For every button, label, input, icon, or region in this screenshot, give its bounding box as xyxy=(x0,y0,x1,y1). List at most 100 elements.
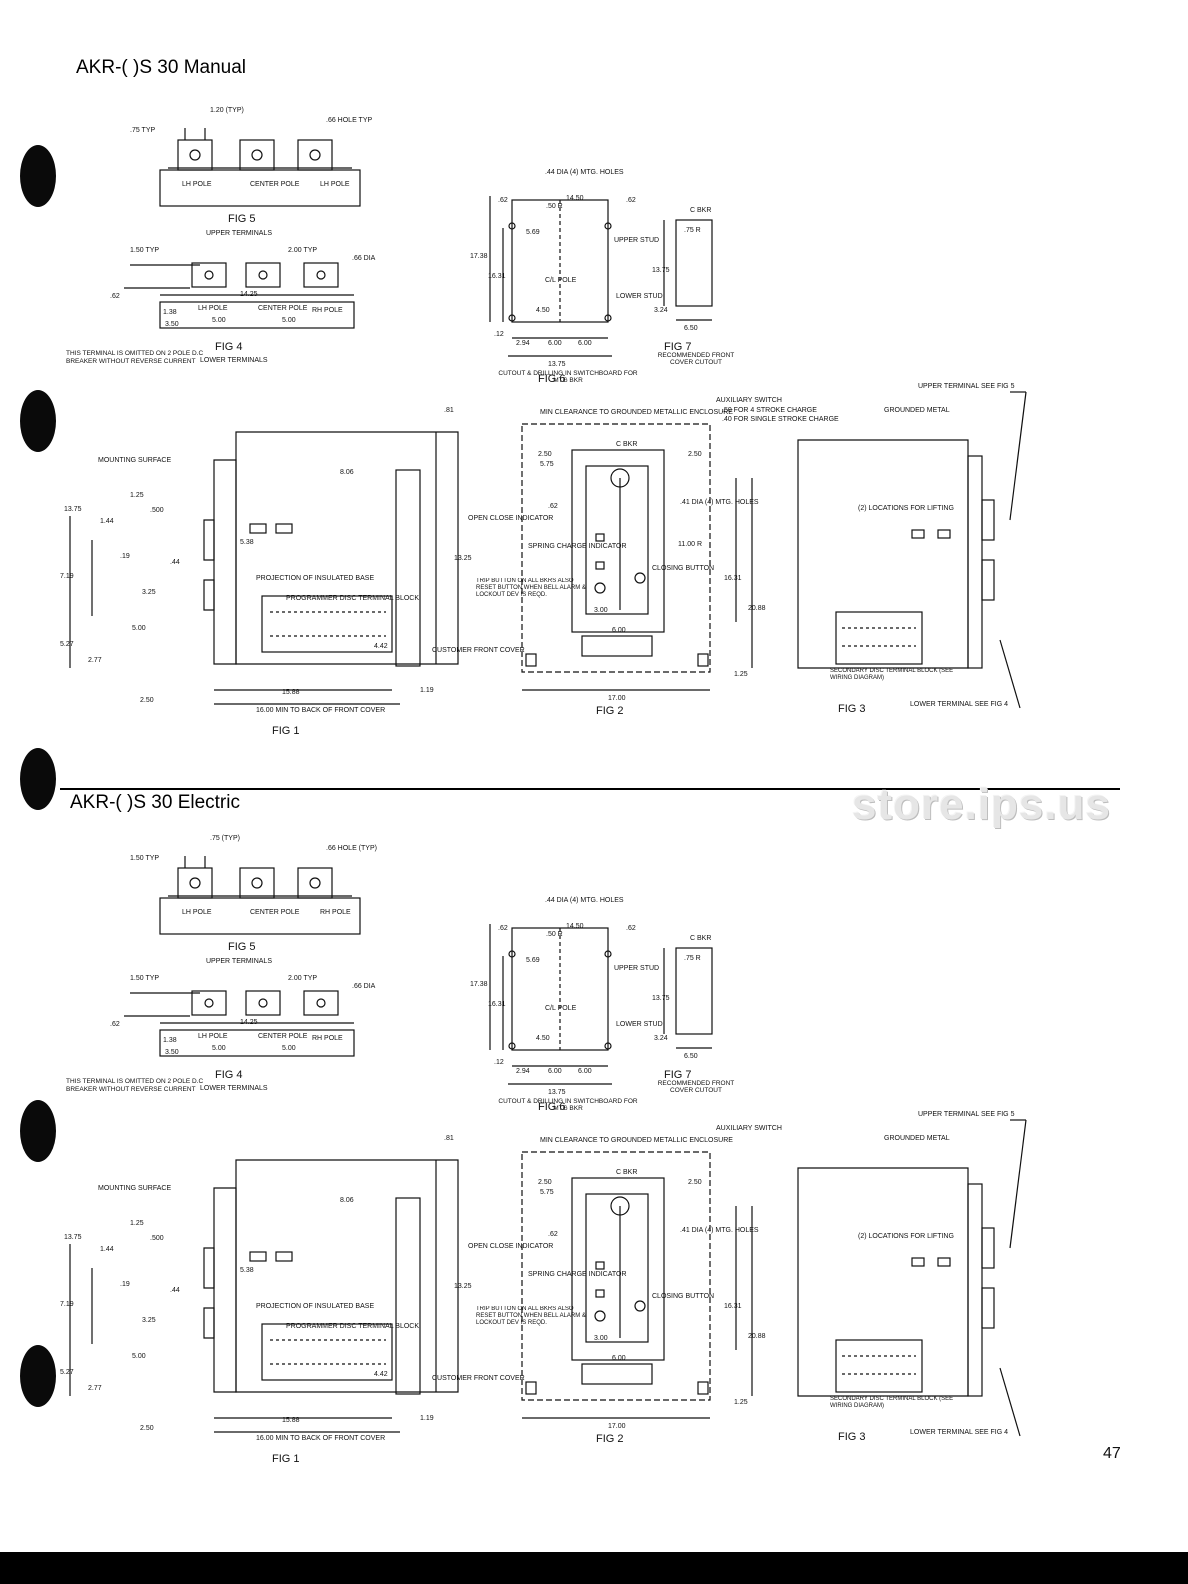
fig7-cutout-rect xyxy=(675,947,713,1035)
fig5-hole xyxy=(189,877,201,889)
fig7-cbkr: C BKR xyxy=(690,935,711,942)
fig5-hole-label: .66 HOLE TYP xyxy=(326,117,373,124)
fig5-pole-l: LH POLE xyxy=(182,909,212,916)
fig6-d62r: .62 xyxy=(626,925,636,932)
fig1-d538: 5.38 xyxy=(240,1267,254,1274)
fig4-hole xyxy=(204,270,214,280)
fig1-d325: 3.25 xyxy=(142,1317,156,1324)
fig6-d569: 5.69 xyxy=(526,229,540,236)
fig2-enclosure xyxy=(521,423,711,673)
fig5-pole-c: CENTER POLE xyxy=(250,181,300,188)
fig2-d575: 5.75 xyxy=(540,1189,554,1196)
fig1-d250: 2.50 xyxy=(140,1425,154,1432)
fig4-d62: .62 xyxy=(110,1021,120,1028)
fig2-d600: 6.00 xyxy=(612,627,626,634)
fig1-d500b: 5.00 xyxy=(132,625,146,632)
binder-hole-1 xyxy=(20,145,56,207)
fig3-lower: LOWER TERMINAL SEE FIG 4 xyxy=(910,701,1008,708)
fig3-rear-view: UPPER TERMINAL SEE FIG 5 GROUNDED METAL … xyxy=(797,1111,1027,1443)
fig6-holes: .44 DIA (4) MTG. HOLES xyxy=(545,169,624,176)
fig6-cutout-rect xyxy=(511,199,609,323)
fig4-pole-c: CENTER POLE xyxy=(258,305,308,312)
fig3-caption: FIG 3 xyxy=(838,703,866,715)
fig1-d125: 1.25 xyxy=(130,1220,144,1227)
fig1-customer: CUSTOMER FRONT COVER xyxy=(432,1375,525,1382)
fig1-d81: .81 xyxy=(444,1135,454,1142)
fig4-lower-terminals: 1.50 TYP 2.00 TYP .66 DIA 14.25 .62 1.38… xyxy=(66,975,376,1093)
fig4-pole-r: RH POLE xyxy=(312,1035,343,1042)
fig5-subtitle: UPPER TERMINALS xyxy=(206,958,272,965)
fig4-pole-l: LH POLE xyxy=(198,1033,228,1040)
fig5-pole-c: CENTER POLE xyxy=(250,909,300,916)
fig1-side-view: MOUNTING SURFACE 13.75 1.25 .500 1.44 7.… xyxy=(60,1135,525,1465)
fig5-upper-terminals: 1.50 TYP .75 (TYP) .66 HOLE (TYP) LH POL… xyxy=(130,835,377,965)
fig5-caption: FIG 5 xyxy=(228,941,256,953)
fig6-upper: UPPER STUD xyxy=(614,237,659,244)
fig3-secondary: SECONDARY DISC TERMINAL BLOCK (SEE WIRIN… xyxy=(830,1396,954,1409)
fig2-d250b: 2.50 xyxy=(688,451,702,458)
fig2-cbkr: C BKR xyxy=(616,441,637,448)
fig1-d500b: 5.00 xyxy=(132,1353,146,1360)
fig4-pole-c: CENTER POLE xyxy=(258,1033,308,1040)
fig1-programmer-block xyxy=(261,1323,393,1381)
fig1-programmer-block xyxy=(261,595,393,653)
fig7-d75: .75 R xyxy=(684,955,701,962)
fig1-caption: FIG 1 xyxy=(272,725,300,737)
fig2-d62: .62 xyxy=(548,503,558,510)
section-divider xyxy=(60,788,1120,790)
drawing-sheet: 1.50 TYP .75 (TYP) .66 HOLE (TYP) LH POL… xyxy=(60,835,1027,1465)
fig5-caption: FIG 5 xyxy=(228,213,256,225)
fig4-subtitle: LOWER TERMINALS xyxy=(200,357,268,364)
fig1-d527: 5.27 xyxy=(60,641,74,648)
fig5-base xyxy=(159,897,361,935)
fig1-d119: 1.19 xyxy=(420,1415,434,1422)
fig2-d300: 3.00 xyxy=(594,607,608,614)
fig1-d277: 2.77 xyxy=(88,1385,102,1392)
fig4-d200: 2.00 TYP xyxy=(288,247,317,254)
fig2-window xyxy=(585,1193,649,1343)
fig1-d806: 8.06 xyxy=(340,1197,354,1204)
fig4-d500b: 5.00 xyxy=(282,317,296,324)
fig1-d1325: 13.25 xyxy=(454,555,472,562)
fig2-open-close: OPEN CLOSE INDICATOR xyxy=(468,515,553,522)
fig1-programmer: PROGRAMMER DISC TERMINAL BLOCK xyxy=(286,1323,419,1330)
fig2-trip-button xyxy=(594,1310,606,1322)
fig7-d650: 6.50 xyxy=(684,1053,698,1060)
fig1-d81: .81 xyxy=(444,407,454,414)
fig7-cbkr: C BKR xyxy=(690,207,711,214)
fig2-trip-button xyxy=(594,582,606,594)
fig4-base xyxy=(159,301,355,329)
fig1-d1325: 13.25 xyxy=(454,1283,472,1290)
fig4-d500a: 5.00 xyxy=(212,317,226,324)
fig6-d600b: 6.00 xyxy=(578,1068,592,1075)
fig2-panel xyxy=(571,449,665,633)
fig2-d250b: 2.50 xyxy=(688,1179,702,1186)
fig1-customer: CUSTOMER FRONT COVER xyxy=(432,647,525,654)
fig7-caption: FIG 7 xyxy=(664,341,692,353)
fig3-secondary-block xyxy=(835,611,923,665)
fig4-hole xyxy=(204,998,214,1008)
fig7-d75: .75 R xyxy=(684,227,701,234)
watermark-text: store.ips.us xyxy=(852,780,1111,829)
fig5-dim-b: 1.20 (TYP) xyxy=(210,107,244,114)
fig4-caption: FIG 4 xyxy=(215,341,243,353)
fig2-d2088: 20.88 xyxy=(748,605,766,612)
fig1-body xyxy=(235,1159,459,1393)
fig2-d1100: 11.00 R xyxy=(678,541,702,548)
fig1-d1588: 15.88 xyxy=(282,689,300,696)
fig1-d277: 2.77 xyxy=(88,657,102,664)
fig2-d1700: 17.00 xyxy=(608,1423,626,1430)
fig1-caption: FIG 1 xyxy=(272,1453,300,1465)
fig6-cutout: .44 DIA (4) MTG. HOLES .62 14.50 .62 .50… xyxy=(470,897,663,1113)
fig3-upper: UPPER TERMINAL SEE FIG 5 xyxy=(918,383,1015,390)
fig5-terminal-right xyxy=(297,139,333,171)
fig3-lifting: (2) LOCATIONS FOR LIFTING xyxy=(858,505,954,512)
fig1-d1600: 16.00 MIN TO BACK OF FRONT COVER xyxy=(256,707,385,714)
fig6-d62l: .62 xyxy=(498,925,508,932)
fig2-enclosure xyxy=(521,1151,711,1401)
fig2-caption: FIG 2 xyxy=(596,705,624,717)
fig7-cover-cutout: C BKR .75 R 13.75 3.24 6.50 FIG 7 RECOMM… xyxy=(652,935,734,1094)
fig7-d1375: 13.75 xyxy=(652,995,670,1002)
fig4-dia: .66 DIA xyxy=(352,983,376,990)
fig1-projection: PROJECTION OF INSULATED BASE xyxy=(256,575,374,582)
